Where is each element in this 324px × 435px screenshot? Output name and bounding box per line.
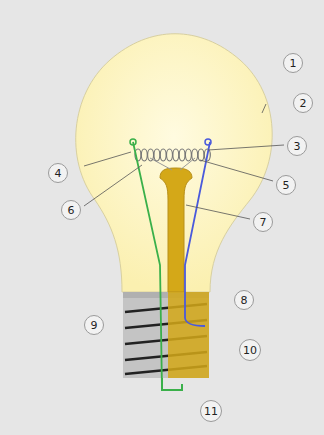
callout-circle: 6 [61, 200, 81, 220]
callout-number: 11 [204, 406, 218, 417]
coil-turn [167, 149, 173, 161]
glass-stem [160, 168, 192, 292]
callout-circle: 8 [234, 290, 254, 310]
callout-number: 6 [68, 205, 75, 216]
coil-turn [160, 149, 166, 161]
coil-turn [198, 149, 204, 161]
callout-circle: 4 [48, 163, 68, 183]
callout-number: 1 [290, 58, 297, 69]
callout-number: 10 [243, 345, 257, 356]
callout-circle: 3 [287, 136, 307, 156]
coil-turn [141, 149, 147, 161]
callout-circle: 2 [293, 93, 313, 113]
callout-circle: 11 [200, 400, 222, 422]
screw-base [123, 292, 209, 378]
coil-turn [179, 149, 185, 161]
lead-wire [185, 142, 210, 326]
callout-circle: 7 [253, 212, 273, 232]
callout-number: 7 [260, 217, 267, 228]
callout-circle: 9 [84, 315, 104, 335]
callout-circle: 5 [276, 175, 296, 195]
coil-turn [192, 149, 198, 161]
coil-turn [173, 149, 179, 161]
leader-line [84, 104, 284, 219]
coil-turn [154, 149, 160, 161]
foot-contact [162, 378, 182, 390]
filament-coil-turns [135, 149, 210, 161]
callout-number: 4 [55, 168, 62, 179]
callout-number: 3 [294, 141, 301, 152]
callout-number: 9 [91, 320, 98, 331]
wire-loop [205, 139, 211, 145]
filament-coil [133, 150, 213, 160]
wire-loop [130, 139, 136, 145]
coil-turn [185, 149, 191, 161]
stem-insulation [168, 292, 209, 378]
callout-circle: 1 [283, 53, 303, 73]
lead-wire [133, 142, 162, 390]
coil-turn [148, 149, 154, 161]
glass-bulb [76, 34, 272, 292]
callout-number: 2 [300, 98, 307, 109]
support-wires [150, 158, 195, 170]
callout-circle: 10 [239, 339, 261, 361]
callout-number: 5 [283, 180, 290, 191]
callout-number: 8 [241, 295, 248, 306]
